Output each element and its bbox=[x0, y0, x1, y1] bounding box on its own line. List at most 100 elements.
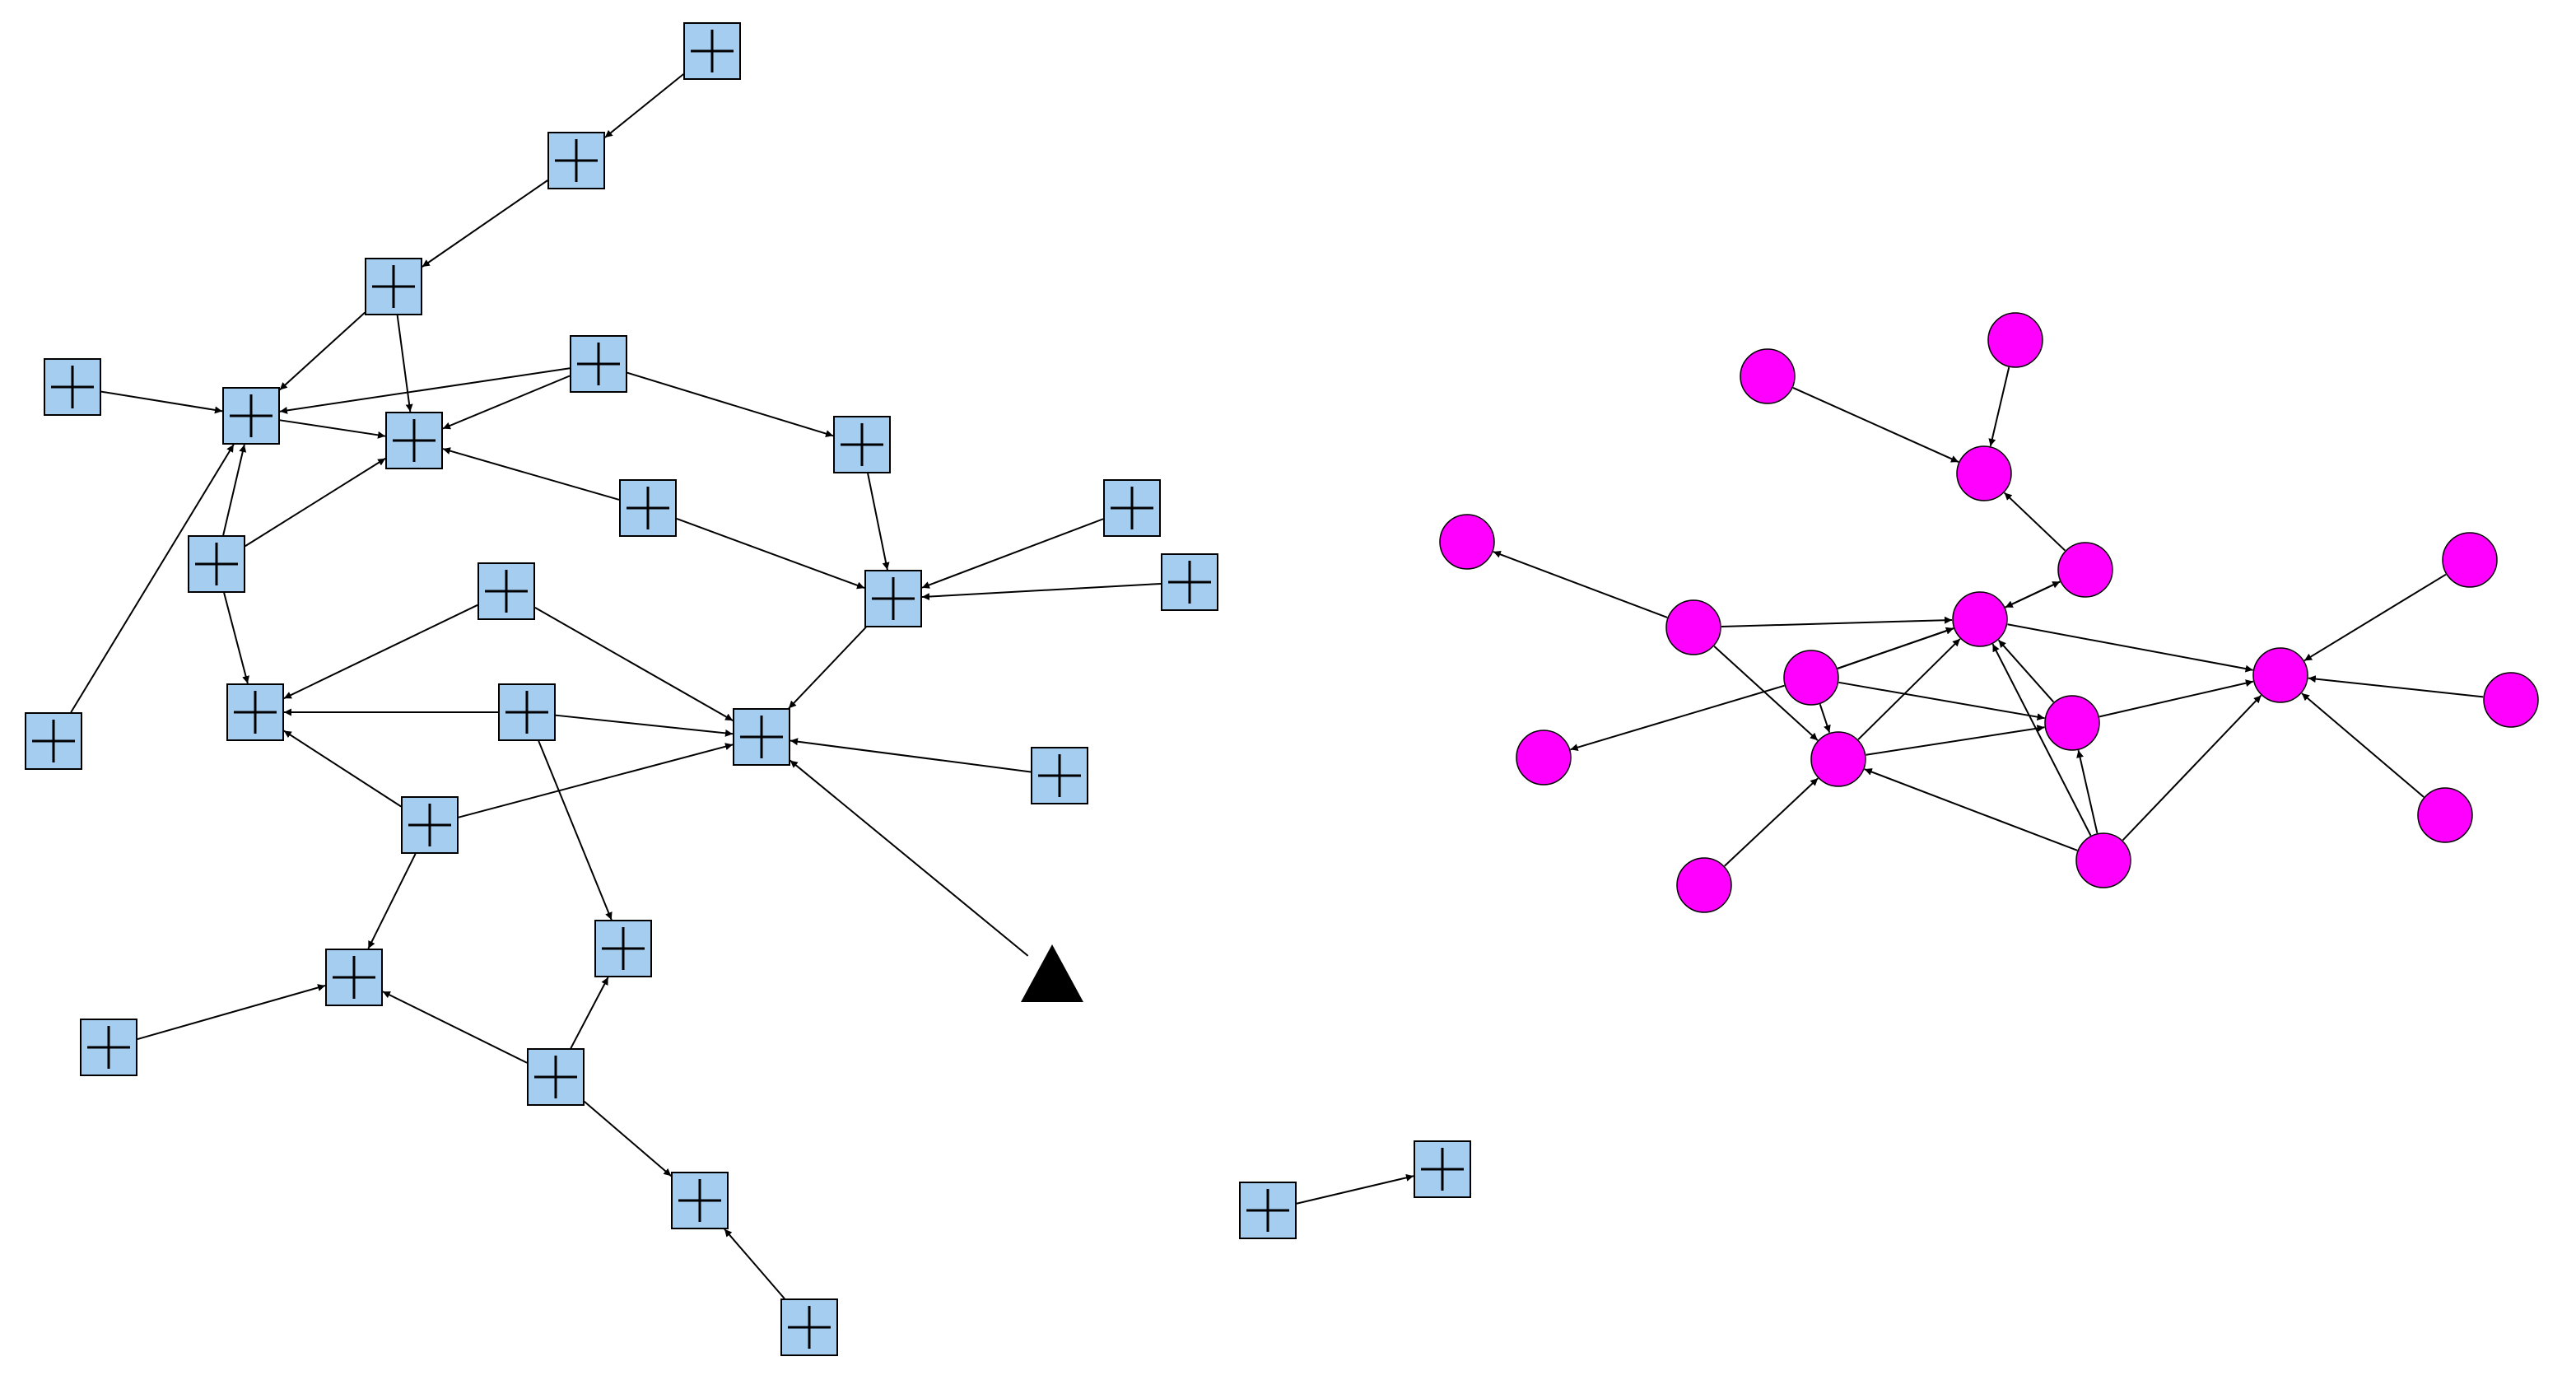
grid-square-icon-s22[interactable] bbox=[325, 949, 383, 1006]
circle-node-c10[interactable] bbox=[1810, 731, 1866, 787]
grid-square-icon-s12[interactable] bbox=[1103, 479, 1161, 537]
circle-node-c7[interactable] bbox=[1665, 599, 1721, 655]
circle-node-c12[interactable] bbox=[2044, 695, 2100, 751]
grid-square-icon-s4[interactable] bbox=[44, 358, 101, 416]
grid-square-icon-s28[interactable] bbox=[1414, 1140, 1471, 1198]
edge-s3-s6 bbox=[396, 315, 413, 413]
grid-square-icon-s8[interactable] bbox=[833, 416, 891, 473]
edge-c12-c11 bbox=[2099, 679, 2254, 718]
edge-s5-s6 bbox=[279, 419, 386, 439]
edge-s3-s5 bbox=[279, 311, 366, 391]
circle-node-c3[interactable] bbox=[1956, 445, 2012, 501]
circle-node-c4[interactable] bbox=[1439, 514, 1495, 570]
grid-square-icon-s17[interactable] bbox=[498, 683, 556, 741]
edge-c7-c5 bbox=[1721, 616, 1953, 628]
edge-layer bbox=[70, 73, 2484, 1299]
circle-node-c5[interactable] bbox=[1952, 591, 2008, 647]
edge-s4-s5 bbox=[100, 390, 223, 414]
node-layer bbox=[25, 22, 2539, 1356]
grid-square-icon-s11[interactable] bbox=[619, 479, 677, 537]
grid-square-icon-s15[interactable] bbox=[1161, 553, 1218, 611]
grid-square-icon-s19[interactable] bbox=[1031, 747, 1088, 804]
edge-s9-s13 bbox=[223, 592, 249, 684]
edge-s2-s3 bbox=[422, 179, 548, 268]
circle-node-c17[interactable] bbox=[1676, 857, 1732, 913]
edge-c2-c3 bbox=[1792, 387, 1959, 463]
edge-c15-c5 bbox=[1991, 643, 2092, 837]
grid-square-icon-s21[interactable] bbox=[594, 920, 652, 977]
edge-s15-s14 bbox=[921, 582, 1162, 601]
edge-s11-s14 bbox=[676, 517, 865, 590]
edge-s24-s21 bbox=[570, 977, 609, 1049]
grid-square-icon-s10[interactable] bbox=[25, 712, 82, 770]
circle-node-c9[interactable] bbox=[1516, 730, 1572, 786]
edge-s14-s18 bbox=[788, 627, 867, 709]
edge-s17-s21 bbox=[538, 740, 613, 921]
grid-square-icon-s5[interactable] bbox=[222, 387, 280, 445]
edge-c8-c12 bbox=[1838, 681, 2045, 721]
circle-node-c14[interactable] bbox=[2483, 672, 2539, 728]
edge-c8-c9 bbox=[1570, 684, 1785, 752]
circle-node-c15[interactable] bbox=[2075, 832, 2131, 888]
edge-c6-c3 bbox=[2003, 492, 2066, 552]
grid-square-icon-s20[interactable] bbox=[401, 796, 459, 854]
grid-square-icon-s6[interactable] bbox=[385, 412, 443, 469]
edge-s17-s18 bbox=[555, 714, 734, 737]
grid-square-icon-s27[interactable] bbox=[1239, 1182, 1297, 1239]
grid-square-icon-s3[interactable] bbox=[365, 258, 422, 315]
grid-square-icon-s26[interactable] bbox=[780, 1298, 838, 1356]
edge-c14-c11 bbox=[2308, 675, 2484, 698]
edge-c15-c10 bbox=[1864, 768, 2078, 851]
grid-square-icon-s23[interactable] bbox=[80, 1019, 137, 1076]
edge-s20-s13 bbox=[283, 730, 402, 808]
edge-c5-c6 bbox=[2005, 580, 2061, 608]
grid-square-icon-s25[interactable] bbox=[671, 1172, 729, 1229]
circle-node-c8[interactable] bbox=[1783, 650, 1839, 706]
edge-c15-c12 bbox=[2076, 749, 2099, 834]
edge-c8-c5 bbox=[1837, 627, 1954, 669]
edge-s8-s14 bbox=[867, 473, 890, 571]
edge-s23-s22 bbox=[137, 984, 326, 1040]
grid-square-icon-s9[interactable] bbox=[188, 535, 245, 593]
grid-square-icon-s24[interactable] bbox=[527, 1048, 585, 1106]
edge-c13-c11 bbox=[2303, 573, 2447, 662]
edge-c7-c4 bbox=[1493, 551, 1668, 618]
edge-s19-s18 bbox=[790, 738, 1032, 773]
grid-square-icon-s7[interactable] bbox=[570, 335, 627, 393]
edge-s24-s25 bbox=[584, 1101, 672, 1177]
edge-c10-c12 bbox=[1866, 725, 2045, 756]
grid-square-icon-s13[interactable] bbox=[226, 683, 284, 741]
triangle-node-t1[interactable] bbox=[1021, 944, 1083, 1002]
grid-square-icon-s1[interactable] bbox=[683, 22, 741, 80]
circle-node-c6[interactable] bbox=[2057, 542, 2113, 598]
edge-s20-s22 bbox=[367, 853, 417, 949]
circle-node-c13[interactable] bbox=[2442, 532, 2498, 588]
grid-square-icon-s14[interactable] bbox=[864, 570, 922, 627]
grid-square-icon-s2[interactable] bbox=[547, 132, 605, 189]
edge-c7-c10 bbox=[1713, 646, 1819, 741]
edge-s24-s22 bbox=[382, 991, 528, 1064]
edge-s9-s5 bbox=[222, 444, 247, 536]
circle-node-c16[interactable] bbox=[2417, 787, 2473, 843]
edge-t1-s18 bbox=[790, 759, 1029, 957]
edge-s16-s13 bbox=[283, 604, 478, 700]
edge-s20-s18 bbox=[458, 743, 734, 818]
grid-square-icon-s18[interactable] bbox=[733, 708, 790, 766]
grid-square-icon-s16[interactable] bbox=[477, 562, 535, 620]
edge-c16-c11 bbox=[2301, 692, 2425, 798]
edge-c1-c3 bbox=[1988, 366, 2010, 447]
edge-s7-s5 bbox=[279, 367, 571, 414]
circle-node-c2[interactable] bbox=[1740, 348, 1796, 404]
edge-c15-c11 bbox=[2122, 694, 2262, 842]
edge-s27-s28 bbox=[1296, 1173, 1414, 1205]
edge-s26-s25 bbox=[724, 1228, 785, 1299]
edge-s7-s8 bbox=[627, 371, 834, 437]
edge-c10-c5 bbox=[1857, 638, 1961, 740]
circle-node-c11[interactable] bbox=[2252, 647, 2308, 703]
edge-s11-s6 bbox=[442, 447, 620, 501]
edge-s7-s6 bbox=[442, 375, 571, 430]
edge-s16-s18 bbox=[534, 607, 734, 721]
circle-node-c1[interactable] bbox=[1987, 312, 2043, 368]
